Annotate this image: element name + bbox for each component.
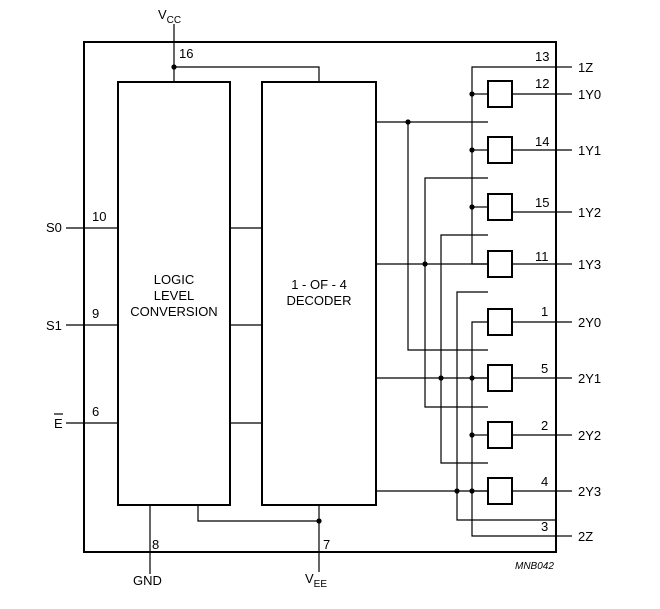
input-s1-pin: 9 [92, 306, 99, 321]
switch-2y0 [487, 308, 513, 336]
level-conversion-line-3: CONVERSION [130, 304, 217, 319]
input-e-label: E [54, 416, 63, 431]
input-s1-label: S1 [46, 318, 62, 333]
input-s0-pin: 10 [92, 209, 106, 224]
level-conversion-line-2: LEVEL [154, 288, 194, 303]
output-name-1y1: 1Y1 [578, 143, 601, 158]
switch-2y2 [487, 421, 513, 449]
decoder-line-2: DECODER [286, 293, 351, 308]
output-name-2y3: 2Y3 [578, 484, 601, 499]
output-pin-1y3: 11 [535, 249, 549, 264]
output-name-2y1: 2Y1 [578, 371, 601, 386]
input-s0-label: S0 [46, 220, 62, 235]
vcc-label: VCC [158, 7, 181, 26]
gnd-label: GND [133, 573, 162, 588]
input-e-pin: 6 [92, 404, 99, 419]
vee-label: VEE [305, 571, 327, 590]
output-name-2z: 2Z [578, 529, 593, 544]
gnd-pin: 8 [152, 537, 159, 552]
switch-1y3 [487, 250, 513, 278]
switch-1y0 [487, 80, 513, 108]
figure-reference: MNB042 [515, 561, 554, 572]
output-name-2y2: 2Y2 [578, 428, 601, 443]
output-name-2y0: 2Y0 [578, 315, 601, 330]
output-pin-1z: 13 [535, 49, 549, 64]
output-pin-2y3: 4 [541, 474, 548, 489]
output-pin-1y1: 14 [535, 134, 549, 149]
output-pin-2y1: 5 [541, 361, 548, 376]
switch-2y1 [487, 364, 513, 392]
switch-1y2 [487, 193, 513, 221]
decoder-line-1: 1 - OF - 4 [291, 277, 347, 292]
switch-1y1 [487, 136, 513, 164]
vee-pin: 7 [323, 537, 330, 552]
output-pin-1y0: 12 [535, 76, 549, 91]
output-pin-2y2: 2 [541, 418, 548, 433]
output-pin-2y0: 1 [541, 304, 548, 319]
vcc-pin: 16 [179, 46, 193, 61]
output-name-1y3: 1Y3 [578, 257, 601, 272]
output-pin-2z: 3 [541, 519, 548, 534]
level-conversion-line-1: LOGIC [154, 272, 194, 287]
output-name-1z: 1Z [578, 60, 593, 75]
output-name-1y2: 1Y2 [578, 205, 601, 220]
package-outline [83, 41, 557, 553]
output-pin-1y2: 15 [535, 195, 549, 210]
switch-2y3 [487, 477, 513, 505]
output-name-1y0: 1Y0 [578, 87, 601, 102]
